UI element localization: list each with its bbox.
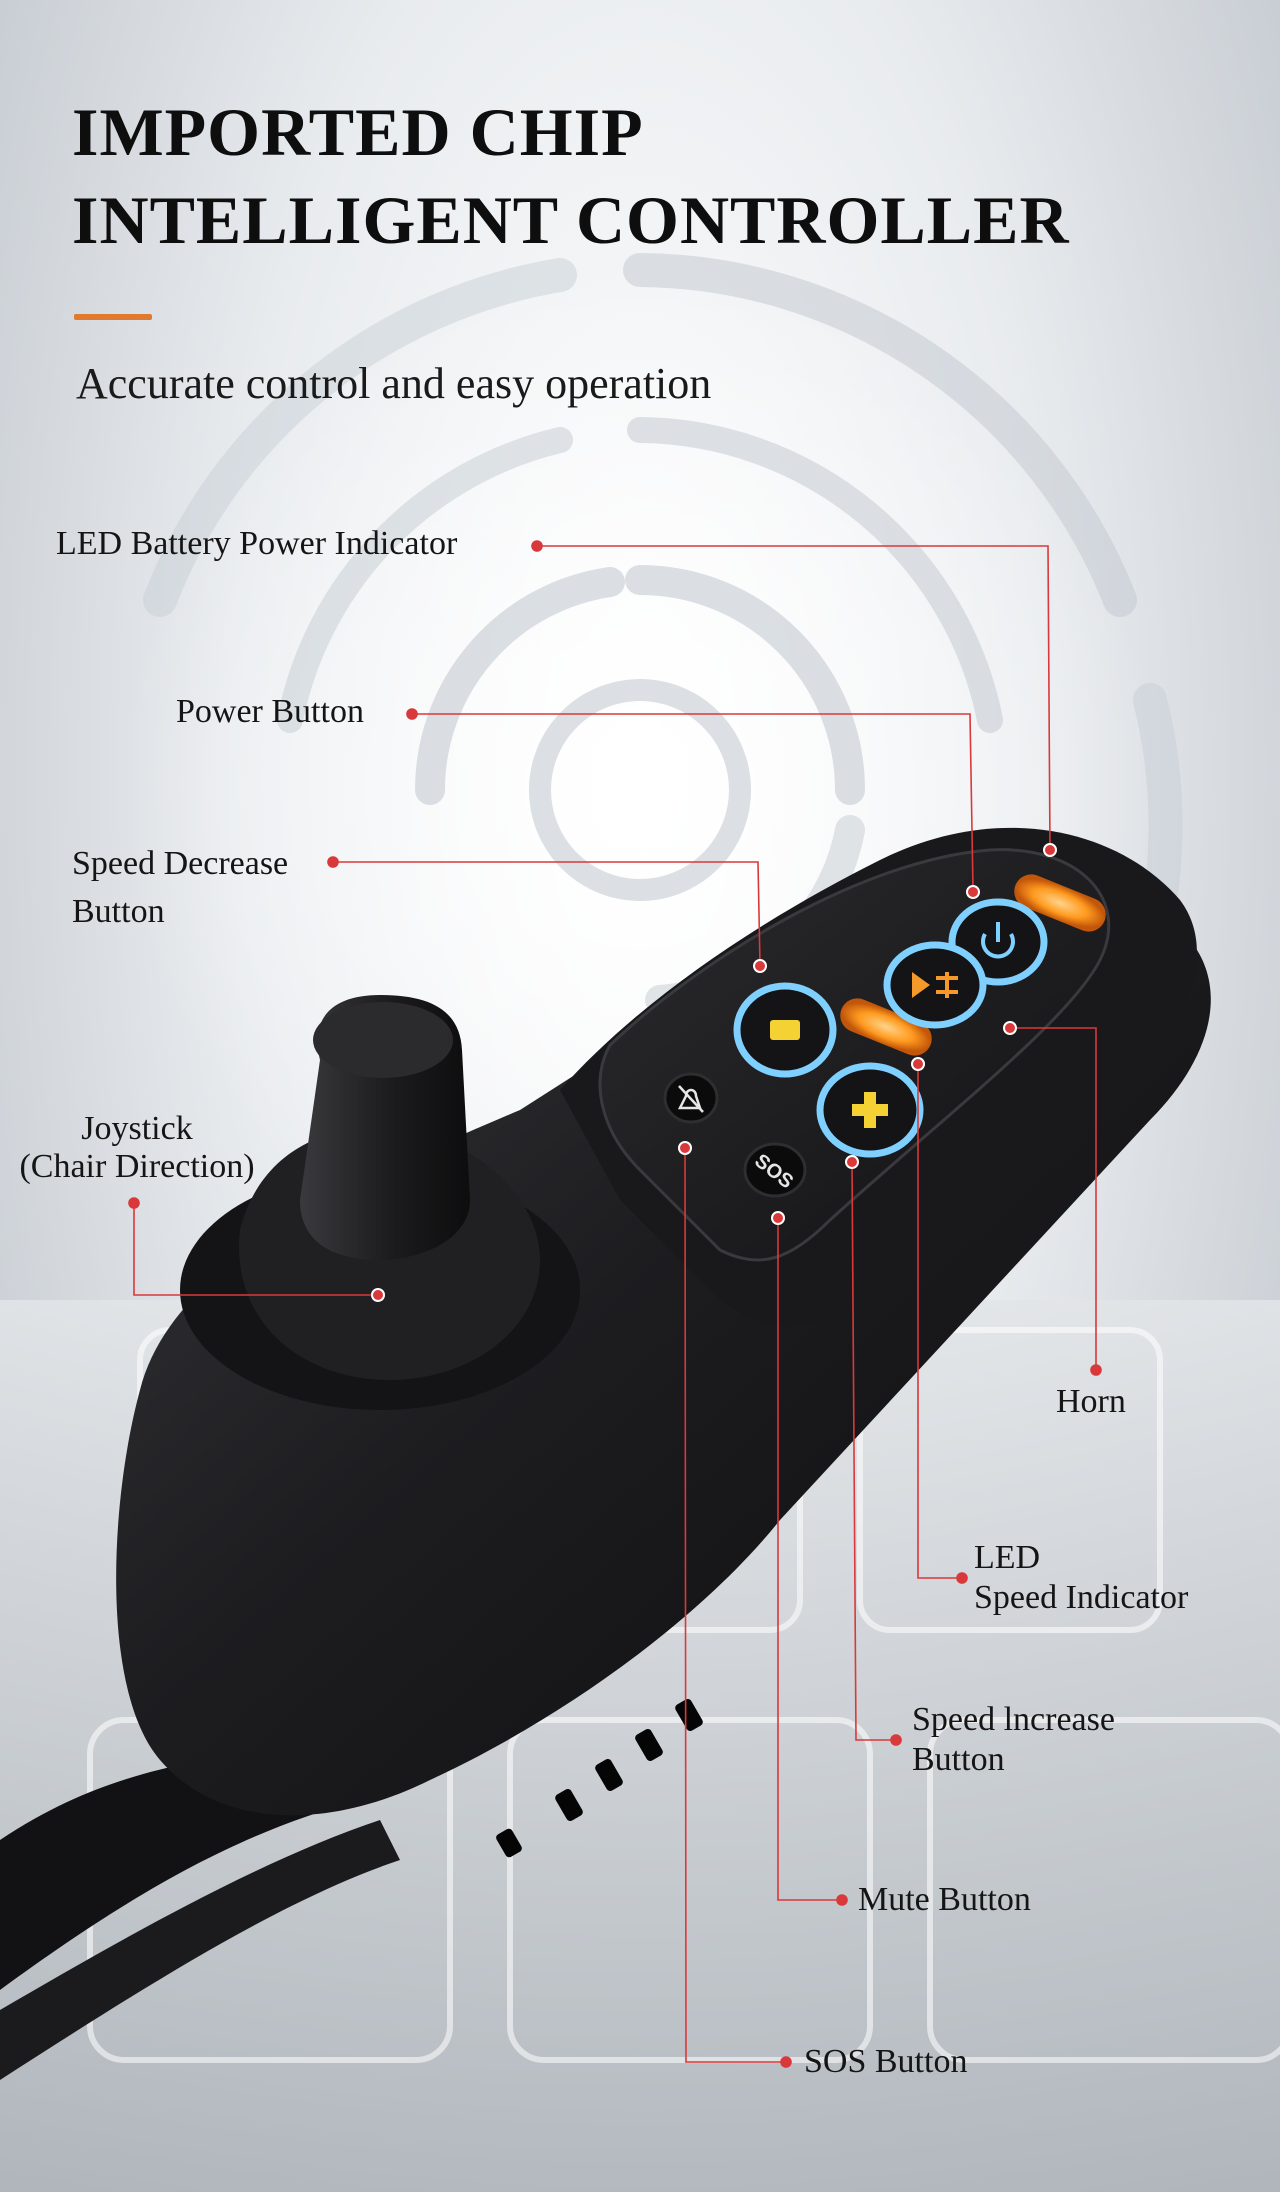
plus-button-graphic <box>816 1062 924 1158</box>
label-joystick: Joystick (Chair Direction) <box>12 1110 262 1186</box>
mute-button-graphic <box>663 1072 719 1124</box>
label-speed-increase: Speed lncrease Button <box>912 1700 1115 1780</box>
accent-divider <box>74 314 152 320</box>
callout-speed-increase <box>845 1155 902 1746</box>
sos-button-graphic: SOS <box>743 1142 807 1198</box>
label-joystick-line1: Joystick <box>81 1110 193 1147</box>
label-led-speed: LED Speed Indicator <box>974 1538 1188 1618</box>
label-led-speed-line2: Speed Indicator <box>974 1579 1189 1616</box>
label-horn: Horn <box>1056 1383 1126 1420</box>
label-mute-button: Mute Button <box>858 1881 1031 1918</box>
label-sos-button: SOS Button <box>804 2043 968 2080</box>
label-speed-decrease: Speed Decrease Button <box>72 840 288 936</box>
callout-joystick <box>128 1197 385 1302</box>
battery-led-bar <box>1014 874 1106 932</box>
horn-button-graphic <box>883 941 987 1029</box>
callout-horn <box>1003 1021 1102 1376</box>
label-led-speed-line1: LED <box>974 1539 1041 1576</box>
callout-led-battery <box>531 540 1057 857</box>
label-speed-decrease-line2: Button <box>72 893 165 930</box>
callout-led-speed <box>911 1057 968 1584</box>
callout-mute <box>771 1211 848 1906</box>
callout-sos <box>678 1141 792 2068</box>
minus-button-graphic <box>733 982 837 1078</box>
speed-led-bar <box>840 998 932 1056</box>
label-speed-increase-line2: Button <box>912 1741 1005 1778</box>
callout-speed-decrease <box>327 856 767 973</box>
label-speed-decrease-line1: Speed Decrease <box>72 845 289 882</box>
label-speed-increase-line1: Speed lncrease <box>912 1701 1115 1738</box>
label-joystick-line2: (Chair Direction) <box>19 1148 255 1185</box>
title-line-1: IMPORTED CHIP <box>72 94 644 170</box>
page-title: IMPORTED CHIP INTELLIGENT CONTROLLER <box>72 88 1070 264</box>
label-led-battery: LED Battery Power Indicator <box>56 525 458 562</box>
label-power-button: Power Button <box>176 693 364 730</box>
title-line-2: INTELLIGENT CONTROLLER <box>72 182 1070 258</box>
callout-power <box>406 708 980 899</box>
subtitle: Accurate control and easy operation <box>76 359 712 408</box>
